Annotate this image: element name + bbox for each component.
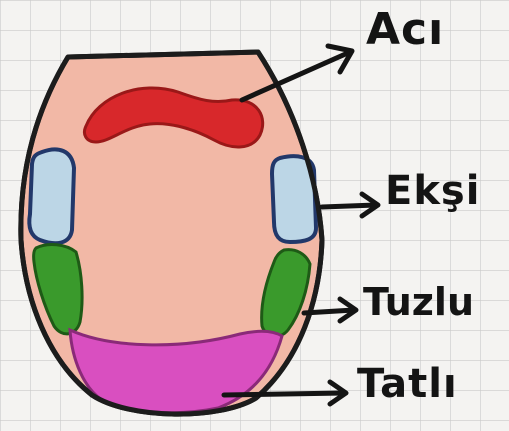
label-tatli: Tatlı xyxy=(357,364,458,404)
label-aci: Acı xyxy=(366,8,444,52)
label-eksi: Ekşi xyxy=(385,171,480,211)
label-tuzlu: Tuzlu xyxy=(363,283,474,321)
eksi-zone-left xyxy=(29,149,74,243)
